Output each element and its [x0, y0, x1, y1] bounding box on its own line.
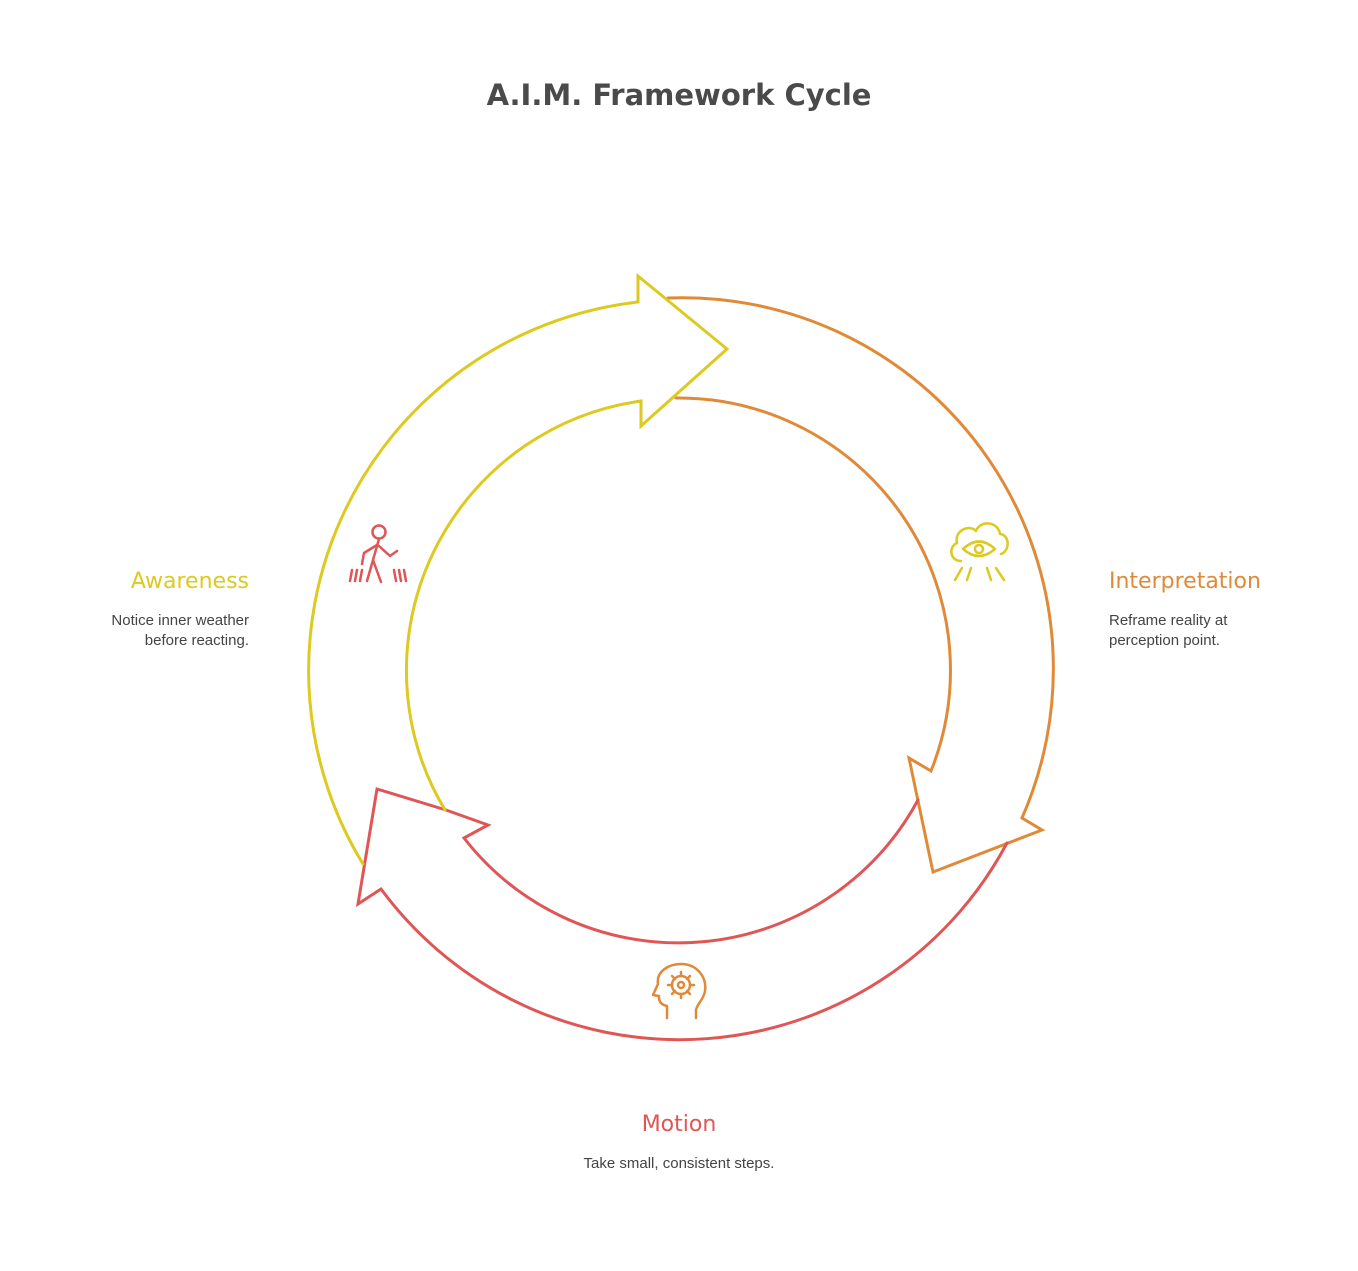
walking-person-icon [348, 524, 408, 584]
motion-arrow [355, 787, 1009, 1042]
stage-label-motion: Motion [641, 1112, 717, 1137]
stage-label-awareness: Awareness [130, 569, 249, 594]
eye-cloud-icon [950, 522, 1009, 582]
head-gear-icon [651, 962, 707, 1020]
stage-description-awareness: Notice inner weather before reacting. [111, 612, 249, 649]
stage-description-interpretation: Reframe reality at perception point. [1109, 612, 1228, 649]
stage-label-interpretation: Interpretation [1109, 569, 1261, 594]
interpretation-arrow [666, 296, 1055, 875]
stage-description-motion: Take small, consistent steps. [583, 1155, 775, 1172]
diagram-title: A.I.M. Framework Cycle [486, 78, 872, 112]
awareness-arrow [307, 272, 730, 866]
